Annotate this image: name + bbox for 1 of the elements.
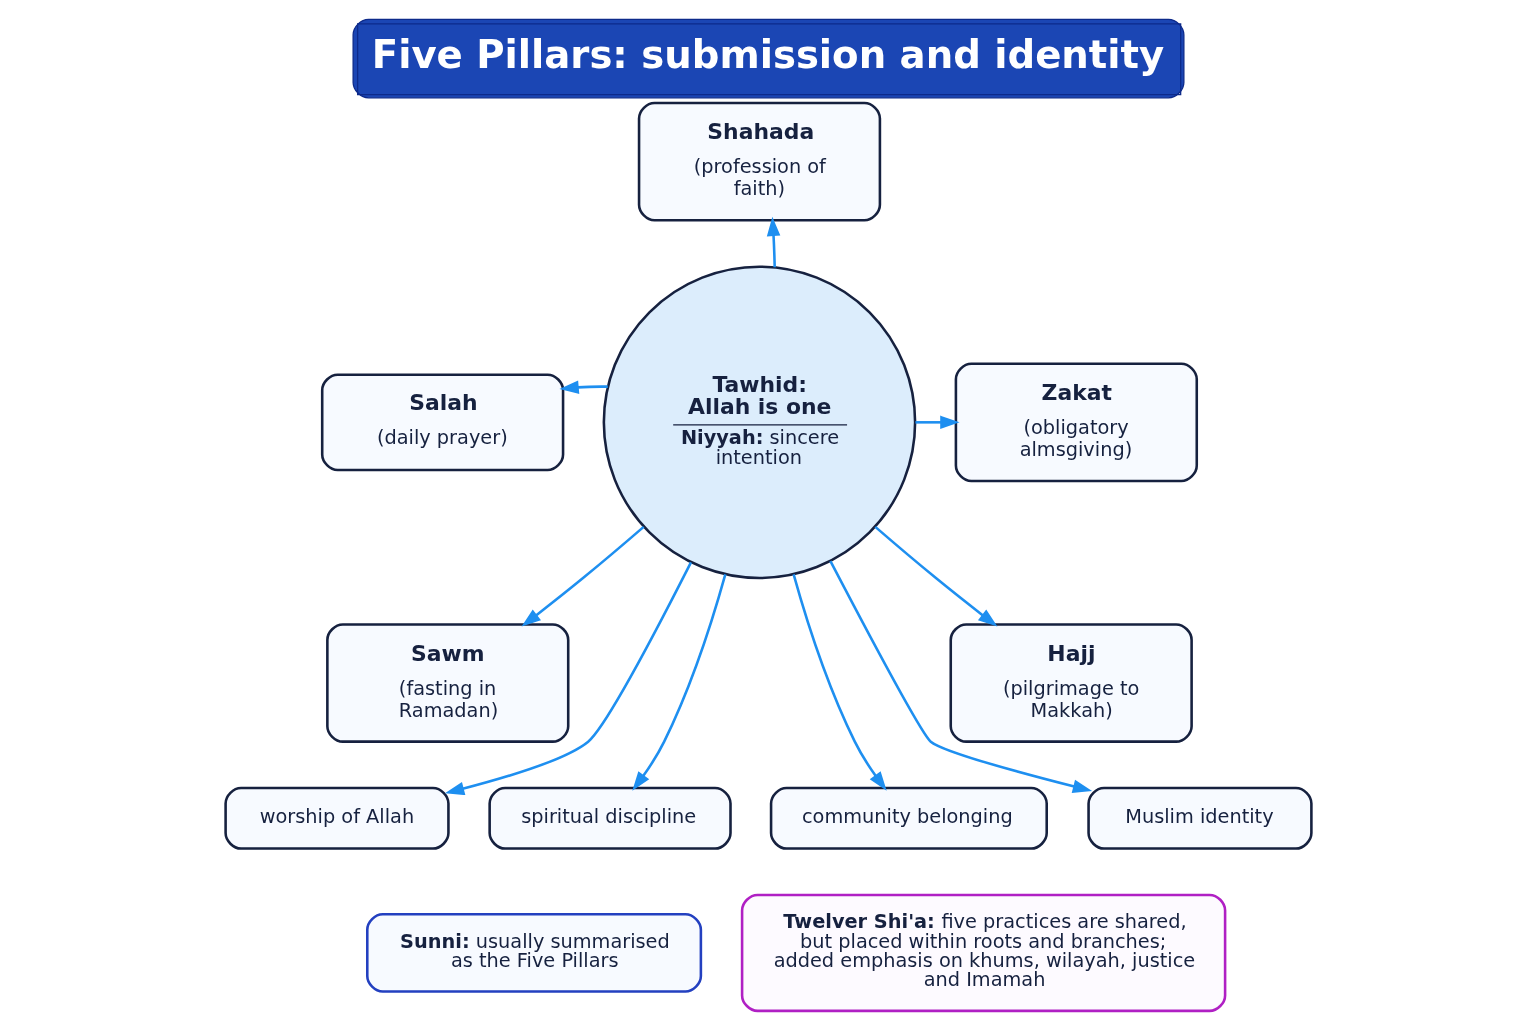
diagram-title: Five Pillars: submission and identity xyxy=(371,31,1164,77)
